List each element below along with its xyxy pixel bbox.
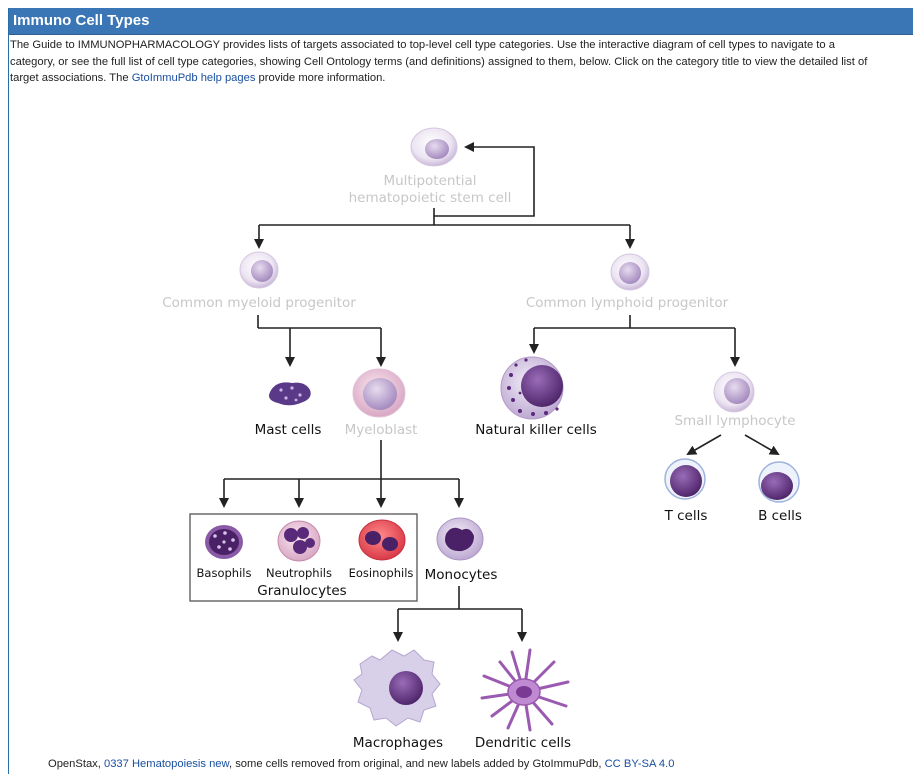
source-image-link[interactable]: 0337 Hematopoiesis new — [103, 758, 229, 770]
monocytes-label[interactable]: Monocytes — [425, 567, 498, 583]
diagram-connectors — [219, 142, 780, 642]
stem-cell-label-line1[interactable]: Multipotential — [383, 173, 476, 189]
arrow-to-b-cells — [744, 434, 780, 455]
basophils-label[interactable]: Basophils — [197, 566, 252, 580]
intro-text: The Guide to IMMUNOPHARMACOLOGY provides… — [10, 37, 910, 87]
myeloid-progenitor-label[interactable]: Common myeloid progenitor — [162, 295, 356, 311]
natural-killer-label[interactable]: Natural killer cells — [475, 422, 597, 438]
eosinophils-label[interactable]: Eosinophils — [349, 566, 414, 580]
license-link[interactable]: CC BY-SA 4.0 — [604, 758, 675, 770]
granulocytes-label[interactable]: Granulocytes — [257, 583, 346, 599]
intro-line-3: target associations. The GtoImmuPdb help… — [10, 70, 910, 87]
self-renewal-arrow — [434, 142, 535, 217]
intro-line-3-end: provide more information. — [255, 72, 386, 84]
stem-cell-label-line2[interactable]: hematopoietic stem cell — [349, 190, 512, 206]
intro-line-2: category, or see the full list of cell t… — [10, 55, 868, 68]
eosinophil-icon[interactable] — [358, 519, 406, 561]
intro-line-1: The Guide to IMMUNOPHARMACOLOGY provides… — [10, 39, 835, 51]
b-cell-icon[interactable] — [758, 461, 800, 503]
arrow-to-t-cells — [686, 434, 722, 455]
neutrophil-icon[interactable] — [277, 520, 321, 562]
dendritic-cell-icon[interactable] — [480, 648, 570, 732]
granulocytes-group-box[interactable] — [189, 513, 418, 602]
footer-prefix: OpenStax, — [48, 758, 104, 770]
myeloblast-icon[interactable] — [352, 368, 406, 418]
b-cells-label[interactable]: B cells — [758, 508, 802, 524]
monocyte-icon[interactable] — [436, 517, 484, 561]
panel-header: Immuno Cell Types — [9, 8, 913, 35]
help-pages-link[interactable]: GtoImmuPdb help pages — [131, 72, 256, 84]
mast-cells-label[interactable]: Mast cells — [255, 422, 322, 438]
myeloblast-label[interactable]: Myeloblast — [345, 422, 418, 438]
panel-title: Immuno Cell Types — [13, 12, 150, 29]
lymphoid-progenitor-icon[interactable] — [610, 253, 650, 291]
mast-cell-icon[interactable] — [269, 382, 311, 406]
t-cell-icon[interactable] — [664, 458, 706, 500]
footer-middle: , some cells removed from original, and … — [229, 758, 605, 770]
t-cells-label[interactable]: T cells — [664, 508, 708, 524]
natural-killer-cell-icon[interactable] — [500, 356, 564, 420]
macrophages-label[interactable]: Macrophages — [353, 735, 443, 751]
small-lymphocyte-label[interactable]: Small lymphocyte — [674, 413, 795, 429]
immuno-cell-types-panel: Immuno Cell Types — [8, 8, 913, 774]
neutrophils-label[interactable]: Neutrophils — [266, 566, 332, 580]
dendritic-cells-label[interactable]: Dendritic cells — [475, 735, 571, 751]
stem-cell-icon[interactable] — [410, 127, 458, 167]
lymphoid-progenitor-label[interactable]: Common lymphoid progenitor — [526, 295, 729, 311]
macrophage-icon[interactable] — [353, 649, 441, 727]
basophil-icon[interactable] — [205, 525, 243, 559]
small-lymphocyte-icon[interactable] — [713, 371, 755, 413]
attribution-footer: OpenStax, 0337 Hematopoiesis new, some c… — [48, 758, 674, 770]
myeloid-progenitor-icon[interactable] — [239, 251, 279, 289]
intro-line-3-start: target associations. The — [10, 72, 132, 84]
